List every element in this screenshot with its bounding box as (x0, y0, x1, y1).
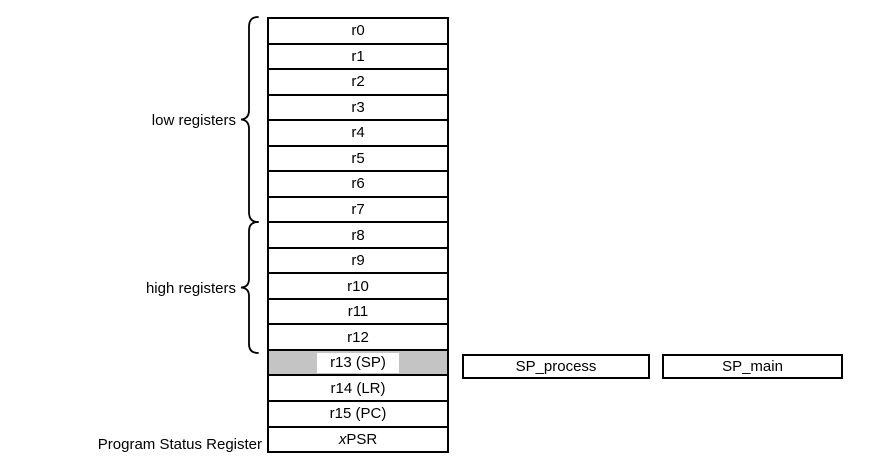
register-label: r8 (351, 226, 365, 244)
register-label: r6 (351, 175, 365, 193)
low-registers-label: low registers (151, 112, 236, 129)
register-label: r9 (351, 252, 365, 270)
register-row-r2: r2 (269, 70, 447, 96)
brace-high-registers (240, 221, 259, 354)
register-label: r7 (351, 200, 365, 218)
brace-low-registers (240, 16, 259, 223)
register-label: r1 (351, 47, 365, 65)
register-row-r15-pc: r15 (PC) (269, 402, 447, 428)
register-row-r4: r4 (269, 121, 447, 147)
xpsr-italic-prefix: x (338, 430, 347, 448)
register-row-r14-lr: r14 (LR) (269, 376, 447, 402)
register-row-r8: r8 (269, 223, 447, 249)
register-label: r2 (351, 73, 365, 91)
register-label: xPSR (339, 432, 377, 447)
register-label: r4 (351, 124, 365, 142)
register-row-r13-sp: r13 (SP) (269, 350, 447, 377)
register-row-r3: r3 (269, 96, 447, 122)
register-label: r10 (347, 277, 369, 295)
register-label: r13 (SP) (317, 352, 399, 373)
xpsr-rest: PSR (346, 430, 378, 448)
register-row-r12: r12 (269, 325, 447, 351)
register-row-r0: r0 (269, 19, 447, 45)
register-label: r14 (LR) (330, 379, 386, 397)
high-registers-label: high registers (145, 280, 236, 297)
register-row-r11: r11 (269, 300, 447, 326)
register-column: r0 r1 r2 r3 r4 r5 r6 r7 r8 r9 r10 r11 r1… (267, 17, 449, 453)
register-row-xpsr: xPSR (269, 428, 447, 452)
register-label: r12 (347, 328, 369, 346)
register-row-r5: r5 (269, 147, 447, 173)
register-row-r6: r6 (269, 172, 447, 198)
register-label: r0 (351, 22, 365, 40)
register-row-r9: r9 (269, 249, 447, 275)
register-row-r7: r7 (269, 198, 447, 224)
register-row-r1: r1 (269, 45, 447, 71)
sp-main-box: SP_main (662, 354, 843, 379)
register-label: r15 (PC) (329, 405, 387, 423)
register-label: r11 (347, 303, 369, 321)
sp-process-label: SP_process (515, 358, 597, 375)
sp-process-box: SP_process (462, 354, 650, 379)
sp-main-label: SP_main (722, 358, 783, 375)
register-row-r10: r10 (269, 274, 447, 300)
register-label: r5 (351, 149, 365, 167)
register-label: r3 (351, 98, 365, 116)
program-status-register-label: Program Status Register (97, 436, 262, 453)
